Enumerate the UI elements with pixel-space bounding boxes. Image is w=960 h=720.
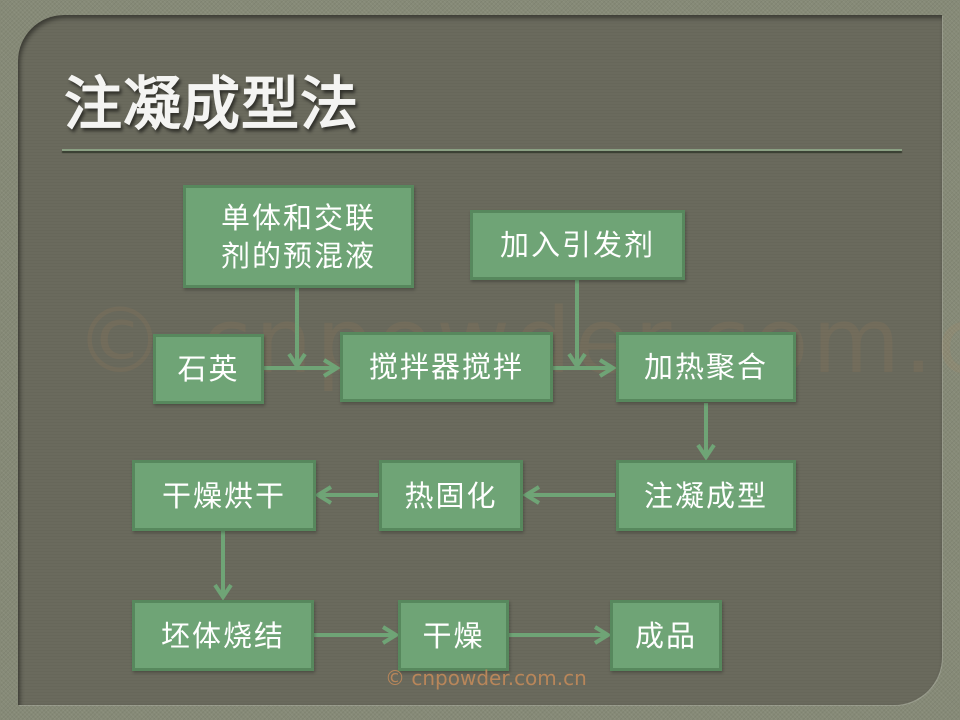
node-premix-label-line1: 单体和交联 [220,200,376,235]
node-thermal-curing-label: 热固化 [404,478,498,513]
node-gelcasting-label: 注凝成型 [643,478,768,513]
node-drying-baking: 干燥烘干 [132,460,316,531]
node-premix-label-line2: 剂的预混液 [220,238,376,273]
node-drying: 干燥 [398,600,509,671]
node-heat-polymerization-label: 加热聚合 [643,350,768,384]
node-product: 成品 [610,600,722,671]
node-initiator: 加入引发剂 [470,210,685,280]
node-drying-baking-label: 干燥烘干 [161,478,286,513]
watermark-small: © cnpowder.com.cn [385,666,587,690]
node-initiator-label: 加入引发剂 [499,228,655,262]
node-quartz: 石英 [153,334,264,404]
title-divider [62,149,902,151]
node-premix: 单体和交联 剂的预混液 [183,185,414,288]
node-drying-label: 干燥 [422,618,485,653]
node-quartz-label: 石英 [177,352,240,386]
node-thermal-curing: 热固化 [379,460,523,531]
node-stirring: 搅拌器搅拌 [340,332,553,402]
node-product-label: 成品 [634,618,697,653]
slide-title: 注凝成型法 [64,70,360,138]
node-gelcasting: 注凝成型 [616,460,796,531]
node-heat-polymerization: 加热聚合 [616,332,796,402]
node-green-sintering-label: 坯体烧结 [160,618,285,653]
node-stirring-label: 搅拌器搅拌 [368,350,524,384]
node-green-sintering: 坯体烧结 [132,600,314,671]
